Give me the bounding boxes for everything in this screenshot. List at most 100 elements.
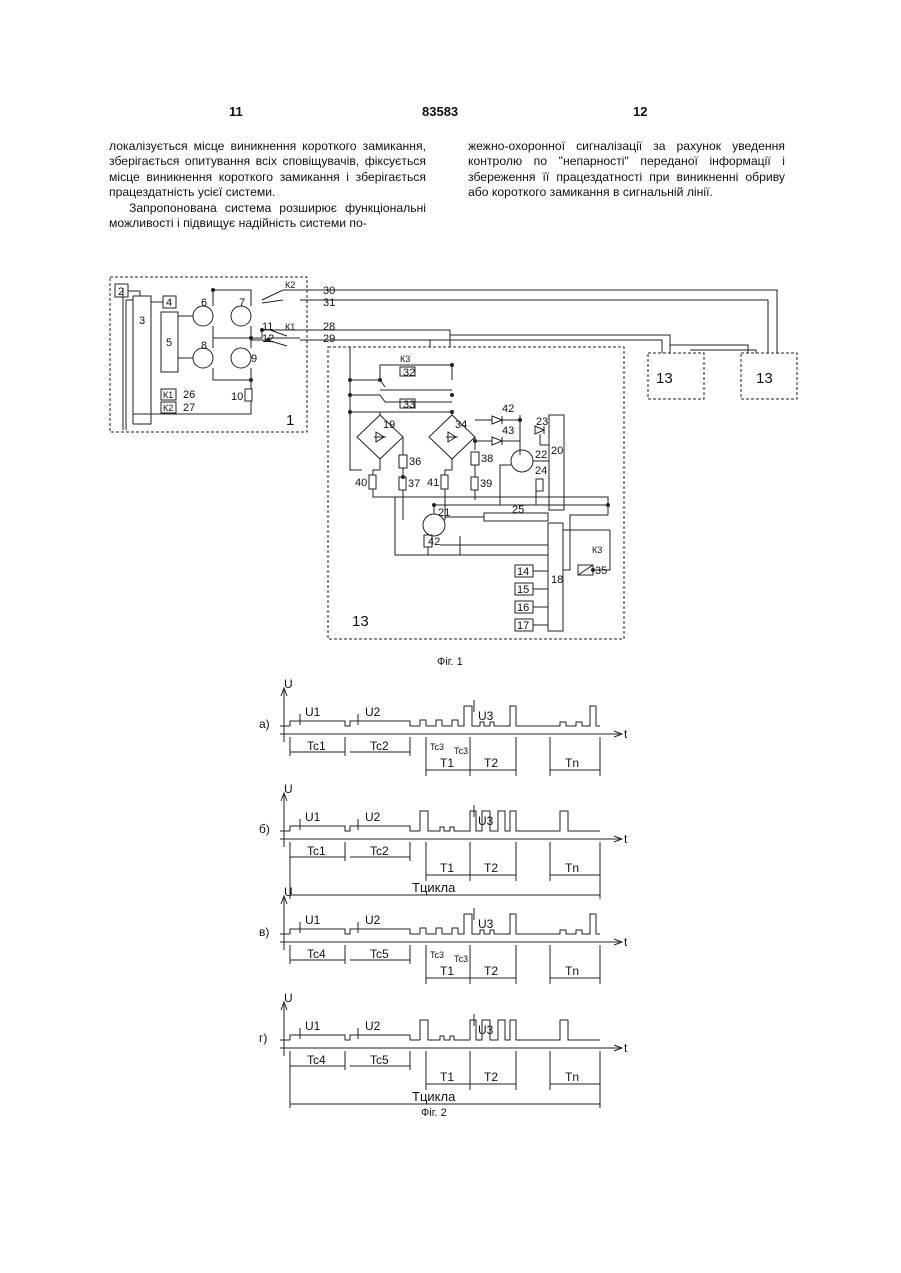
- label-2: 2: [118, 286, 124, 298]
- label-9: 9: [251, 353, 257, 365]
- label-tc-first: Tc4: [307, 947, 326, 961]
- label-u2: U2: [365, 810, 381, 824]
- label-tc3: Tc3: [454, 954, 468, 964]
- panel-letter: б): [259, 822, 270, 836]
- patent-number: 83583: [422, 104, 458, 119]
- label-34: 34: [455, 419, 467, 431]
- label-20: 20: [551, 445, 563, 457]
- figure-2-caption: Фіг. 2: [421, 1107, 447, 1119]
- label-12: 12: [262, 333, 274, 345]
- axis-t-label: t: [624, 1041, 628, 1055]
- label-tc3: Tc3: [430, 950, 444, 960]
- label-29: 29: [323, 333, 335, 345]
- label-unit-1: 1: [286, 412, 294, 429]
- label-11: 11: [262, 321, 273, 333]
- label-u1: U1: [305, 810, 321, 824]
- label-k1-relay: К1: [163, 390, 173, 400]
- label-21: 21: [438, 507, 450, 519]
- label-u3: U3: [478, 1023, 494, 1037]
- label-t2: T2: [484, 861, 498, 875]
- label-tc-second: Tc5: [370, 947, 389, 961]
- label-42-diode: 42: [502, 403, 514, 415]
- label-tc-second: Tc2: [370, 739, 389, 753]
- label-40: 40: [355, 477, 367, 489]
- label-33: 33: [403, 399, 415, 411]
- label-14: 14: [517, 566, 529, 578]
- paragraph: Запропонована система розширює функціона…: [109, 201, 426, 232]
- label-tc-first: Tc4: [307, 1053, 326, 1067]
- label-18: 18: [551, 574, 563, 586]
- label-7: 7: [239, 297, 245, 309]
- text-column-right: жежно-охоронної сигналізації за рахунок …: [468, 139, 785, 201]
- axis-u-label: U: [284, 677, 293, 691]
- label-32: 32: [403, 367, 415, 379]
- label-u1: U1: [305, 913, 321, 927]
- label-u2: U2: [365, 913, 381, 927]
- axis-t-label: t: [624, 935, 628, 949]
- label-tn: Tn: [565, 756, 579, 770]
- label-17: 17: [517, 620, 529, 632]
- label-t-cycle: Тцикла: [412, 1089, 456, 1104]
- label-t2: T2: [484, 964, 498, 978]
- label-35: 35: [595, 565, 607, 577]
- label-25: 25: [512, 504, 524, 516]
- label-23: 23: [536, 416, 548, 428]
- label-28: 28: [323, 321, 335, 333]
- label-unit-13: 13: [352, 613, 369, 630]
- label-tc-first: Tc1: [307, 844, 326, 858]
- label-t1: T1: [440, 964, 454, 978]
- page-number-left: 11: [229, 104, 243, 119]
- paragraph: локалізується місце виникнення короткого…: [109, 139, 426, 201]
- label-t2: T2: [484, 756, 498, 770]
- label-15: 15: [517, 584, 529, 596]
- label-27: 27: [183, 402, 195, 414]
- label-36: 36: [409, 456, 421, 468]
- label-unit-13a: 13: [656, 370, 673, 387]
- label-3: 3: [139, 315, 145, 327]
- label-tc3: Tc3: [454, 746, 468, 756]
- label-unit-13b: 13: [756, 370, 773, 387]
- label-tc3: Tc3: [430, 742, 444, 752]
- label-t2: T2: [484, 1070, 498, 1084]
- page-number-right: 12: [633, 104, 647, 119]
- label-u2: U2: [365, 1019, 381, 1033]
- label-41: 41: [427, 477, 439, 489]
- label-8: 8: [201, 340, 207, 352]
- axis-u-label: U: [284, 782, 293, 796]
- timing-panel: Utг)U1U2U3Tc4Tc5T1T2TnТцикла: [259, 991, 628, 1108]
- label-26: 26: [183, 389, 195, 401]
- label-22: 22: [535, 449, 547, 461]
- label-tc-second: Tc5: [370, 1053, 389, 1067]
- axis-u-label: U: [284, 991, 293, 1005]
- label-30: 30: [323, 285, 335, 297]
- label-u1: U1: [305, 705, 321, 719]
- label-tn: Tn: [565, 1070, 579, 1084]
- figure-1-caption: Фіг. 1: [437, 656, 463, 668]
- timing-panel: Utб)U1U2U3Tc1Tc2T1T2TnТцикла: [259, 782, 628, 899]
- timing-panel: Utв)U1U2U3Tc4Tc5T1T2TnTc3Tc3: [259, 885, 628, 984]
- label-16: 16: [517, 602, 529, 614]
- label-k3-contact: К3: [400, 354, 410, 364]
- label-19: 19: [383, 419, 395, 431]
- label-6: 6: [201, 297, 207, 309]
- axis-u-label: U: [284, 885, 293, 899]
- label-k2-contact: К2: [285, 280, 295, 290]
- label-u3: U3: [478, 814, 494, 828]
- panel-letter: г): [259, 1031, 267, 1045]
- label-tn: Tn: [565, 861, 579, 875]
- label-t1: T1: [440, 1070, 454, 1084]
- label-37: 37: [408, 478, 420, 490]
- label-u3: U3: [478, 917, 494, 931]
- label-k3-relay: К3: [592, 545, 602, 555]
- label-u2: U2: [365, 705, 381, 719]
- label-43: 43: [502, 425, 514, 437]
- label-39: 39: [480, 478, 492, 490]
- label-t1: T1: [440, 861, 454, 875]
- paragraph: жежно-охоронної сигналізації за рахунок …: [468, 139, 785, 201]
- label-5: 5: [166, 337, 172, 349]
- label-tc-first: Tc1: [307, 739, 326, 753]
- label-42-resistor: 42: [428, 536, 440, 548]
- label-u3: U3: [478, 709, 494, 723]
- label-4: 4: [166, 297, 172, 309]
- label-38: 38: [481, 453, 493, 465]
